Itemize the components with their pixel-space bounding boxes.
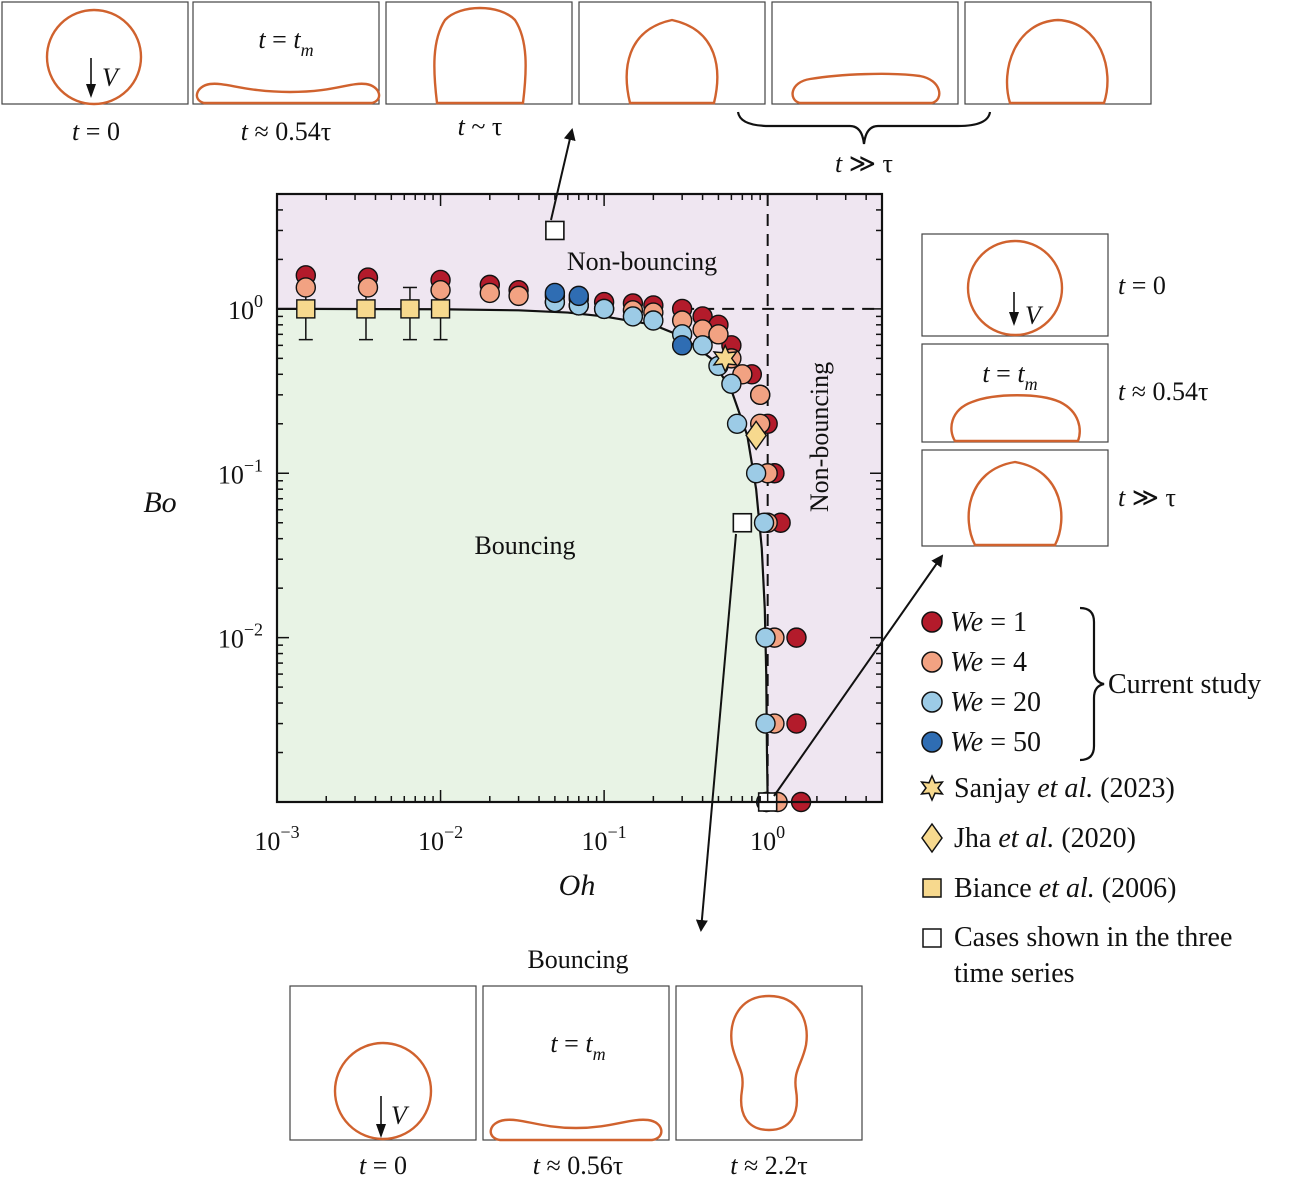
marker-we20 <box>755 627 776 648</box>
marker-we1 <box>786 627 807 648</box>
right-panel-1-label: t = 0 <box>1118 271 1166 300</box>
marker-biance <box>430 299 451 319</box>
top-panel-1-label: t = 0 <box>72 117 120 146</box>
top-panel-2-tm: t = tm <box>258 25 313 60</box>
y-tick-label: 10−2 <box>218 620 263 654</box>
legend-we20: We = 20 <box>921 687 1041 718</box>
top-panel-4 <box>578 1 766 105</box>
marker-we20 <box>745 463 767 484</box>
marker-we50 <box>568 285 589 307</box>
marker-we50 <box>544 282 566 304</box>
svg-text:time series: time series <box>954 958 1075 989</box>
main-chart: 10−3 10−2 10−1 100 10−2 10−1 100 Bouncing Non-… <box>143 128 944 932</box>
axis-ticks: 10−3 10−2 10−1 100 10−2 10−1 100 <box>218 193 883 856</box>
marker-jha <box>745 420 767 451</box>
marker-we20 <box>726 413 748 434</box>
top-panel-5 <box>771 1 959 105</box>
right-panel-1-v: V <box>1025 301 1044 330</box>
arrow-to-bottom-series <box>695 533 737 932</box>
legend: We = 1 We = 4 We = 20 We = 50 Current st… <box>919 606 1261 989</box>
bottom-panel-3-label: t ≈ 2.2τ <box>730 1151 807 1180</box>
x-tick-label: 10−2 <box>418 822 463 856</box>
x-axis-label: Oh <box>559 869 596 902</box>
legend-group-label: Current study <box>1108 669 1261 700</box>
x-tick-label: 10−1 <box>582 822 627 856</box>
top-panel-6 <box>964 1 1152 105</box>
marker-case <box>732 512 753 533</box>
nonbouncing-right-label: Non-bouncing <box>805 362 834 512</box>
marker-sanjay <box>712 343 739 374</box>
data-markers <box>295 220 812 813</box>
bottom-panel-1-v: V <box>391 1101 410 1130</box>
top-panel-2-label: t ≈ 0.54τ <box>241 117 331 146</box>
svg-text:We = 50: We = 50 <box>950 727 1041 758</box>
legend-we4: We = 4 <box>921 647 1027 678</box>
svg-text:Jha et al. (2020): Jha et al. (2020) <box>954 823 1136 854</box>
marker-we4 <box>430 279 451 301</box>
brace-label: t ≫ τ <box>835 149 893 178</box>
nonbouncing-top-label: Non-bouncing <box>567 247 717 276</box>
marker-we4 <box>749 384 771 406</box>
right-panel-3-label: t ≫ τ <box>1118 483 1176 512</box>
top-panel-1: V t = 0 <box>1 1 189 146</box>
bouncing-region <box>277 308 768 802</box>
bottom-panel-1-label: t = 0 <box>359 1151 407 1180</box>
svg-text:Sanjay et al. (2023): Sanjay et al. (2023) <box>954 773 1175 804</box>
bottom-title: Bouncing <box>527 945 628 974</box>
legend-we1: We = 1 <box>921 607 1027 638</box>
marker-we4 <box>708 324 729 345</box>
marker-we20 <box>753 512 775 533</box>
top-panel-1-v: V <box>102 63 121 92</box>
marker-we4 <box>508 285 529 307</box>
bouncing-region-label: Bouncing <box>474 531 575 560</box>
marker-biance <box>400 299 420 319</box>
svg-text:We = 4: We = 4 <box>950 647 1027 678</box>
y-axis-label: Bo <box>143 486 176 519</box>
right-panel-2-tm: t = tm <box>982 359 1037 394</box>
x-tick-label: 10−3 <box>254 822 299 856</box>
svg-text:Cases shown in the three: Cases shown in the three <box>954 922 1232 953</box>
y-tick-label: 10−1 <box>218 455 263 489</box>
marker-case <box>545 220 565 241</box>
marker-we1 <box>786 713 807 734</box>
marker-we20 <box>755 713 776 734</box>
legend-brace <box>1079 606 1105 762</box>
marker-we20 <box>643 310 664 331</box>
top-panel-3-label: t ~ τ <box>458 112 503 141</box>
marker-we20 <box>622 306 644 327</box>
marker-we4 <box>479 282 500 304</box>
legend-jha: Jha et al. (2020) <box>921 822 1136 854</box>
bottom-panel-2-tm: t = tm <box>550 1029 605 1064</box>
bottom-time-series: Bouncing V t = 0 t = tm t ≈ 0.56τ t ≈ 2.… <box>289 945 863 1180</box>
top-panel-3: t ~ τ <box>385 1 573 141</box>
svg-text:We = 1: We = 1 <box>950 607 1027 638</box>
marker-we4 <box>295 277 317 298</box>
y-tick-label: 100 <box>228 291 263 325</box>
arrow-to-right-series <box>773 554 944 797</box>
marker-we20 <box>593 298 615 320</box>
arrow-to-top-series <box>550 128 576 221</box>
legend-sanjay: Sanjay et al. (2023) <box>919 773 1175 804</box>
marker-we50 <box>671 335 693 356</box>
bottom-panel-2-label: t ≈ 0.56τ <box>533 1151 623 1180</box>
marker-biance <box>356 299 376 319</box>
top-panel-2: t = tm t ≈ 0.54τ <box>192 1 381 146</box>
right-panel-2-label: t ≈ 0.54τ <box>1118 377 1208 406</box>
marker-we20 <box>721 373 742 395</box>
marker-we20 <box>692 335 713 356</box>
legend-we50: We = 50 <box>921 727 1041 758</box>
x-tick-label: 100 <box>750 822 785 856</box>
top-time-series: V t = 0 t = tm t ≈ 0.54τ t ~ τ t ≫ τ <box>1 1 1152 178</box>
marker-biance <box>296 299 316 319</box>
curly-brace <box>736 111 992 145</box>
svg-text:We = 20: We = 20 <box>950 687 1041 718</box>
legend-cases: Cases shown in the three time series <box>922 922 1232 989</box>
svg-text:Biance et al. (2006): Biance et al. (2006) <box>954 873 1176 904</box>
right-time-series: V t = 0 t = tm t ≈ 0.54τ t ≫ τ <box>921 233 1208 547</box>
legend-biance: Biance et al. (2006) <box>922 873 1176 904</box>
marker-we4 <box>357 277 379 298</box>
